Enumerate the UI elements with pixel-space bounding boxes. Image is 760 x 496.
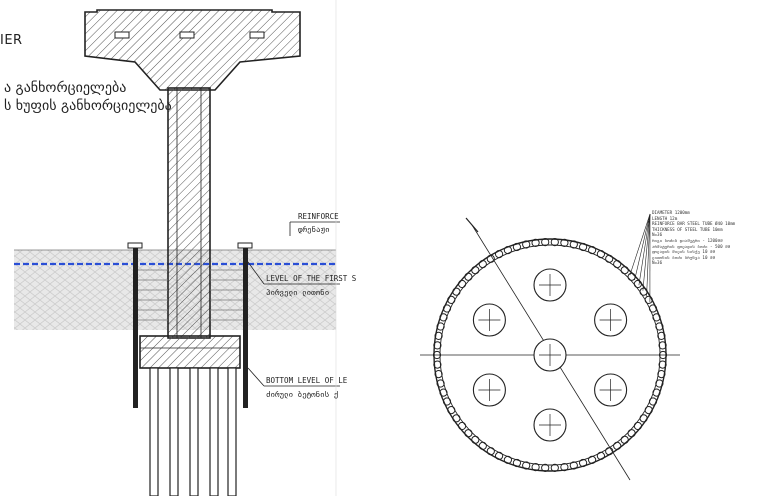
note-leader xyxy=(629,213,651,276)
bore-hole xyxy=(594,303,628,337)
pier-cap xyxy=(84,9,301,91)
label-first-level: LEVEL OF THE FIRST S xyxy=(266,274,357,283)
bearing-left xyxy=(114,31,130,39)
sheet-pile-right xyxy=(243,248,248,408)
bearing-middle xyxy=(179,31,195,39)
note-line: REINFORCE BAR STEEL TUBE Ø40 10mm xyxy=(652,221,736,227)
bore-hole xyxy=(472,373,506,407)
piles xyxy=(149,367,237,496)
label-reinforce: REINFORCE xyxy=(298,212,339,221)
label-bottom-level: BOTTOM LEVEL OF LE xyxy=(266,376,348,385)
label-first-level-geo: პირველი ლითონი xyxy=(266,288,330,297)
bore-hole xyxy=(533,408,567,442)
bore-hole xyxy=(533,338,567,372)
note-leader xyxy=(646,213,651,297)
inner-bores xyxy=(472,268,628,442)
section-notes: DIAMETER 1200mm LENGTH 12m REINFORCE BAR… xyxy=(652,210,760,266)
sheet-pile-left xyxy=(133,248,138,408)
sheet-heading-fragment: IER xyxy=(0,33,23,48)
note-line: LENGTH 12m xyxy=(652,215,678,221)
note-line: ფოლადის მილის სისქე 10 მმ xyxy=(652,249,716,255)
georgian-note-line-2: ს ხუფის განხორციელება xyxy=(4,98,172,114)
note-line: DIAMETER 1200mm xyxy=(652,210,690,215)
note-leader xyxy=(638,213,651,286)
georgian-note-line-1: ა განხორციელება xyxy=(4,80,127,96)
note-line: რიგი ბოძის დიამეტრი - 1200მმ xyxy=(652,237,723,243)
note-line: THICKNESS OF STEEL TUBE 10mm xyxy=(652,226,723,232)
note-leader-lines xyxy=(629,213,651,303)
pier-elevation-drawing xyxy=(14,0,340,496)
pile-cross-section-drawing xyxy=(420,213,680,481)
pile-cap xyxy=(139,335,241,369)
note-line: არმატურის ფოლადის ბოძი - 500 მმ xyxy=(652,243,731,249)
note-line: N=36 xyxy=(652,260,663,266)
bore-hole xyxy=(594,373,628,407)
note-leader xyxy=(634,213,651,281)
bearing-right xyxy=(249,31,265,39)
bore-hole xyxy=(533,268,567,302)
cofferdam-struts xyxy=(138,269,243,321)
pier-column xyxy=(167,87,211,339)
note-line: N=36 xyxy=(652,232,663,238)
label-bottom-level-geo: ძირული ბეტონის ქ xyxy=(266,390,339,399)
note-line: ლითონის ბოძი ბრუნვა 10 მმ xyxy=(652,254,716,260)
label-reinforce-geo: დრენაჟი xyxy=(298,225,330,234)
bore-hole xyxy=(472,303,506,337)
note-leader xyxy=(642,213,651,291)
